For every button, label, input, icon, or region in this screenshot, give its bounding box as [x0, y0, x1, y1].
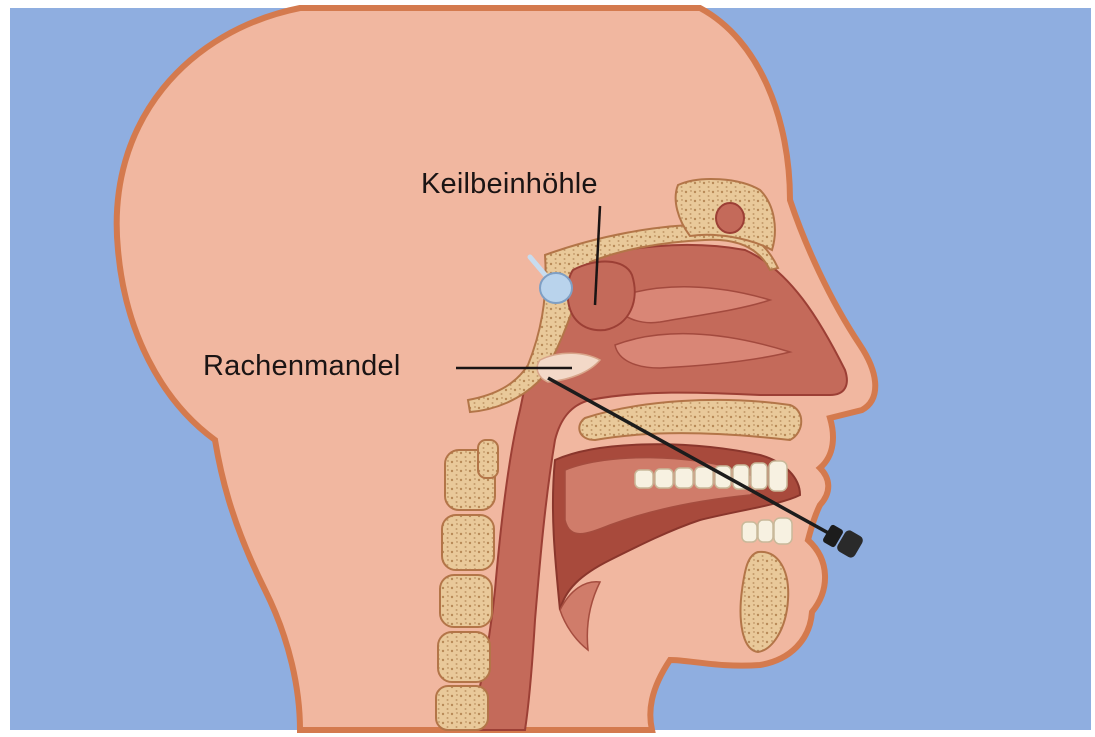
lower-teeth — [742, 518, 792, 544]
frontal-sinus — [716, 203, 744, 233]
label-sphenoid-sinus: Keilbeinhöhle — [421, 168, 598, 201]
sphenoid-sinus — [568, 262, 635, 331]
label-adenoid: Rachenmandel — [203, 350, 400, 383]
balloon-device — [540, 273, 572, 303]
